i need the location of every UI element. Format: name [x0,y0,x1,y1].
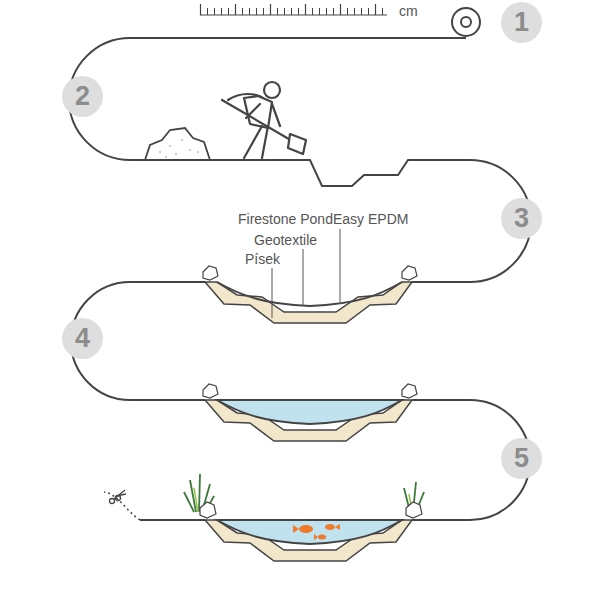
step-number: 3 [514,205,529,232]
soil-pile [145,128,210,160]
ruler-major [201,4,376,15]
unit-label: cm [398,4,419,18]
cut-line [104,492,140,520]
ruler-base [200,15,387,16]
part-label: Firestone PondEasy EPDM [237,212,409,226]
liner-roll-core [461,17,471,27]
scissors-icon [110,490,127,504]
part-label: Geotextile [253,233,318,247]
step-number-circle: 5 [501,438,542,479]
liner-roll [452,8,480,36]
step-number: 1 [514,9,529,36]
ruler-ticks [200,5,386,16]
step-line [69,38,531,520]
step-number-circle: 4 [62,318,103,359]
digger-figure [222,82,306,158]
step-number: 2 [75,83,90,110]
step-number-circle: 3 [501,198,542,239]
pond-step4 [203,384,417,441]
step-number-circle: 2 [62,76,103,117]
part-label: Písek [244,252,281,266]
step-number-circle: 1 [501,2,542,43]
pond-step5 [184,474,424,561]
soil-dots [159,139,199,158]
step-number: 4 [75,325,90,352]
step-number: 5 [514,445,529,472]
pond-step3 [203,266,417,323]
